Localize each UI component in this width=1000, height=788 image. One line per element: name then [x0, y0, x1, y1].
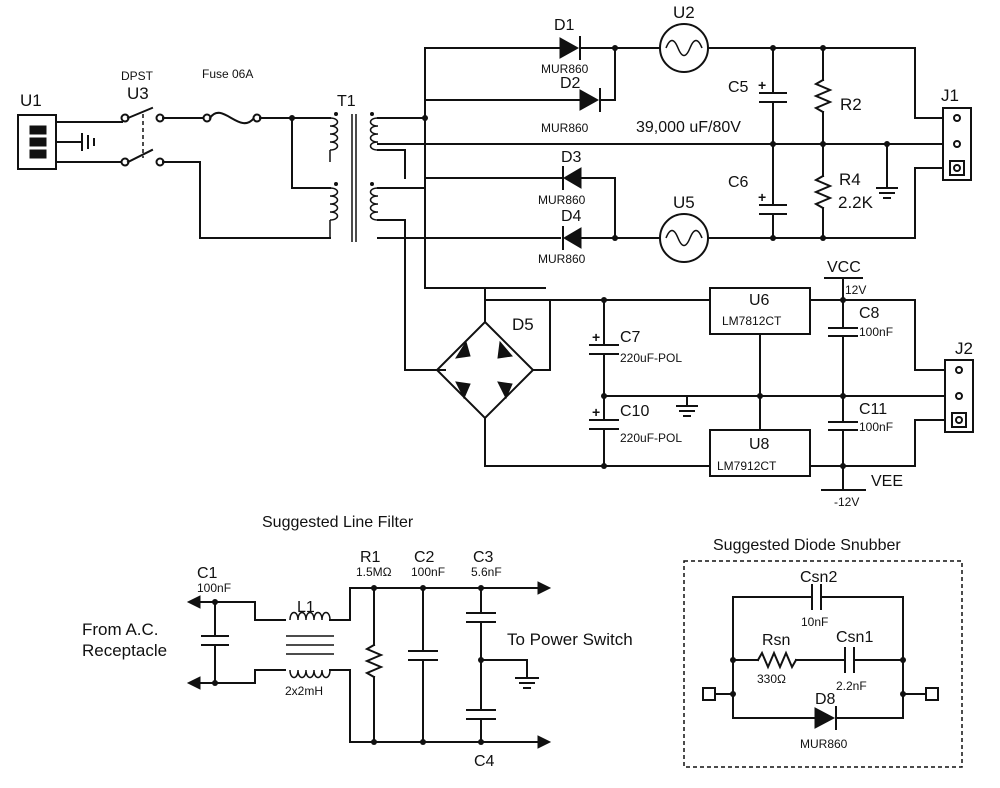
d4-part: MUR860	[538, 252, 586, 266]
vee-value: -12V	[834, 495, 859, 509]
csn2-value: 10nF	[801, 615, 828, 629]
c3-value: 5.6nF	[471, 565, 502, 579]
c1-label: C1	[197, 565, 218, 582]
svg-text:+: +	[592, 404, 600, 420]
c6-label: C6	[728, 174, 749, 191]
u8-part: LM7912CT	[717, 459, 777, 473]
d1-part: MUR860	[541, 62, 589, 76]
capacitor-c6: +	[758, 143, 787, 241]
vcc-label: VCC	[827, 259, 861, 276]
ac-receptacle-u1	[17, 114, 123, 170]
d1-label: D1	[554, 17, 575, 34]
diode-d3	[559, 166, 616, 239]
transformer-t1	[329, 112, 379, 242]
ground-symbol-2	[676, 395, 698, 417]
ac-source-u5	[659, 213, 709, 263]
u8-label: U8	[749, 436, 770, 453]
c10-value: 220uF-POL	[620, 431, 682, 445]
fuse	[202, 111, 262, 125]
u6-label: U6	[749, 292, 770, 309]
rsn-label: Rsn	[762, 632, 790, 649]
capacitor-c5: +	[758, 45, 787, 147]
d8-part: MUR860	[800, 737, 848, 751]
svg-text:+: +	[758, 77, 766, 93]
csn2-label: Csn2	[800, 569, 837, 586]
dpst-switch-u3	[120, 106, 165, 167]
connector-j1	[942, 107, 972, 181]
j1-label: J1	[941, 86, 959, 105]
r1-value: 1.5MΩ	[356, 565, 392, 579]
csn1-label: Csn1	[836, 629, 873, 646]
line-filter-title: Suggested Line Filter	[262, 514, 414, 531]
regulator-u8	[709, 395, 811, 477]
snubber-box	[683, 560, 963, 768]
d5-label: D5	[512, 315, 534, 334]
c11-label: C11	[859, 401, 887, 418]
d2-label: D2	[560, 75, 581, 92]
c8-value: 100nF	[859, 325, 893, 339]
regulator-u6	[709, 287, 811, 399]
c11-value: 100nF	[859, 420, 893, 434]
u1-label: U1	[20, 91, 42, 110]
switch-type-label: DPST	[121, 69, 154, 83]
t1-label: T1	[337, 93, 356, 110]
snubber-title: Suggested Diode Snubber	[713, 537, 901, 554]
vee-label: VEE	[871, 473, 903, 490]
capacitor-c11	[828, 395, 858, 469]
diode-d2	[424, 45, 618, 112]
r4-value: 2.2K	[838, 193, 874, 212]
j2-label: J2	[955, 339, 973, 358]
d4-label: D4	[561, 208, 582, 225]
u6-part: LM7812CT	[722, 314, 782, 328]
l1-value: 2x2mH	[285, 684, 323, 698]
c2-label: C2	[414, 549, 435, 566]
l1-label: L1	[297, 599, 315, 616]
c1-value: 100nF	[197, 581, 231, 595]
u3-label: U3	[127, 84, 149, 103]
c4-label: C4	[474, 753, 495, 770]
csn1-value: 2.2nF	[836, 679, 867, 693]
c7-value: 220uF-POL	[620, 351, 682, 365]
svg-text:+: +	[758, 189, 766, 205]
c2-value: 100nF	[411, 565, 445, 579]
from-ac-label-1: From A.C.	[82, 620, 159, 639]
connector-j2	[944, 359, 974, 433]
diode-d1	[544, 36, 661, 60]
diode-snubber	[702, 584, 939, 730]
c5-label: C5	[728, 79, 749, 96]
d3-label: D3	[561, 149, 582, 166]
d3-part: MUR860	[538, 193, 586, 207]
diode-d4	[562, 226, 661, 250]
from-ac-label-2: Receptacle	[82, 641, 167, 660]
d2-part: MUR860	[541, 121, 589, 135]
resistor-r2	[813, 45, 833, 147]
c8-label: C8	[859, 305, 880, 322]
c7-label: C7	[620, 329, 641, 346]
capacitor-c7: +	[589, 297, 619, 397]
resistor-r4	[813, 143, 833, 241]
capacitor-value: 39,000 uF/80V	[636, 119, 741, 136]
capacitor-c10: +	[589, 393, 619, 469]
svg-text:+: +	[592, 329, 600, 345]
to-power-switch-label: To Power Switch	[507, 630, 633, 649]
ground-symbol	[876, 141, 898, 199]
ac-source-u2	[659, 23, 709, 73]
capacitor-c8	[828, 297, 858, 399]
c10-label: C10	[620, 403, 649, 420]
rsn-value: 330Ω	[757, 672, 786, 686]
bridge-rectifier-d5	[435, 320, 551, 420]
c3-label: C3	[473, 549, 494, 566]
fuse-label: Fuse 06A	[202, 67, 253, 81]
u5-label: U5	[673, 193, 695, 212]
r4-label: R4	[839, 170, 861, 189]
vcc-value: 12V	[845, 283, 866, 297]
d8-label: D8	[815, 691, 836, 708]
line-filter	[186, 581, 552, 749]
u2-label: U2	[673, 3, 695, 22]
r2-label: R2	[840, 95, 862, 114]
r1-label: R1	[360, 549, 381, 566]
